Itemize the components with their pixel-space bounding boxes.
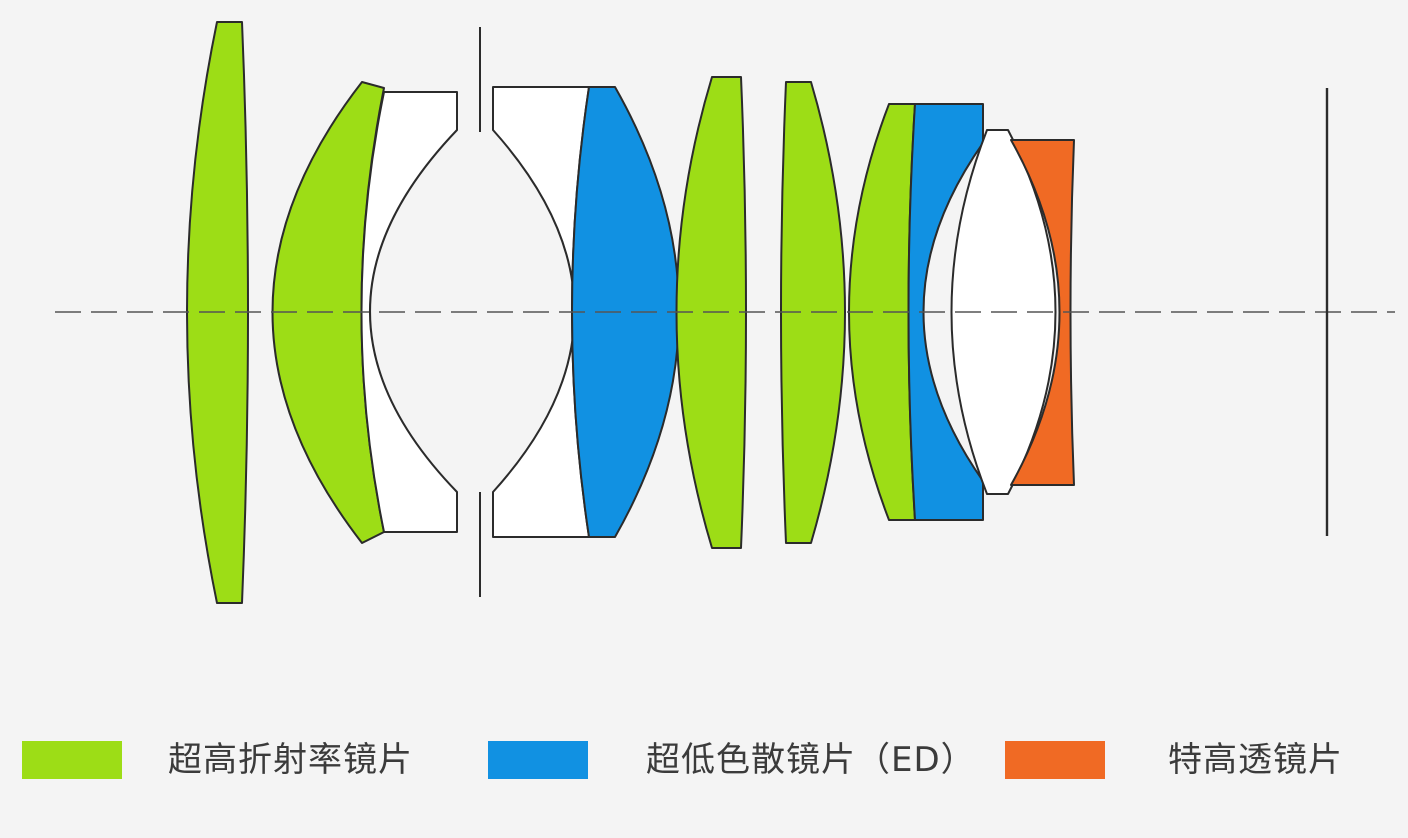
lens-l5-ed xyxy=(571,86,680,538)
legend-label-high-refractive: 超高折射率镜片 xyxy=(168,740,413,780)
legend-swatch-high-refractive xyxy=(22,741,122,779)
lens-group xyxy=(186,21,1075,604)
legend-label-ed: 超低色散镜片（ED） xyxy=(646,740,976,780)
legend-swatch-ed xyxy=(488,741,588,779)
lens-l11-high-transmission xyxy=(1010,139,1075,486)
lens-diagram xyxy=(55,21,1395,604)
legend: 超高折射率镜片 超低色散镜片（ED） 特高透镜片 xyxy=(0,736,1408,786)
legend-label-high-transmission: 特高透镜片 xyxy=(1168,740,1343,780)
lens-l9-ed xyxy=(907,103,984,521)
legend-swatch-high-transmission xyxy=(1005,741,1105,779)
lens-l3-plain xyxy=(360,91,458,533)
